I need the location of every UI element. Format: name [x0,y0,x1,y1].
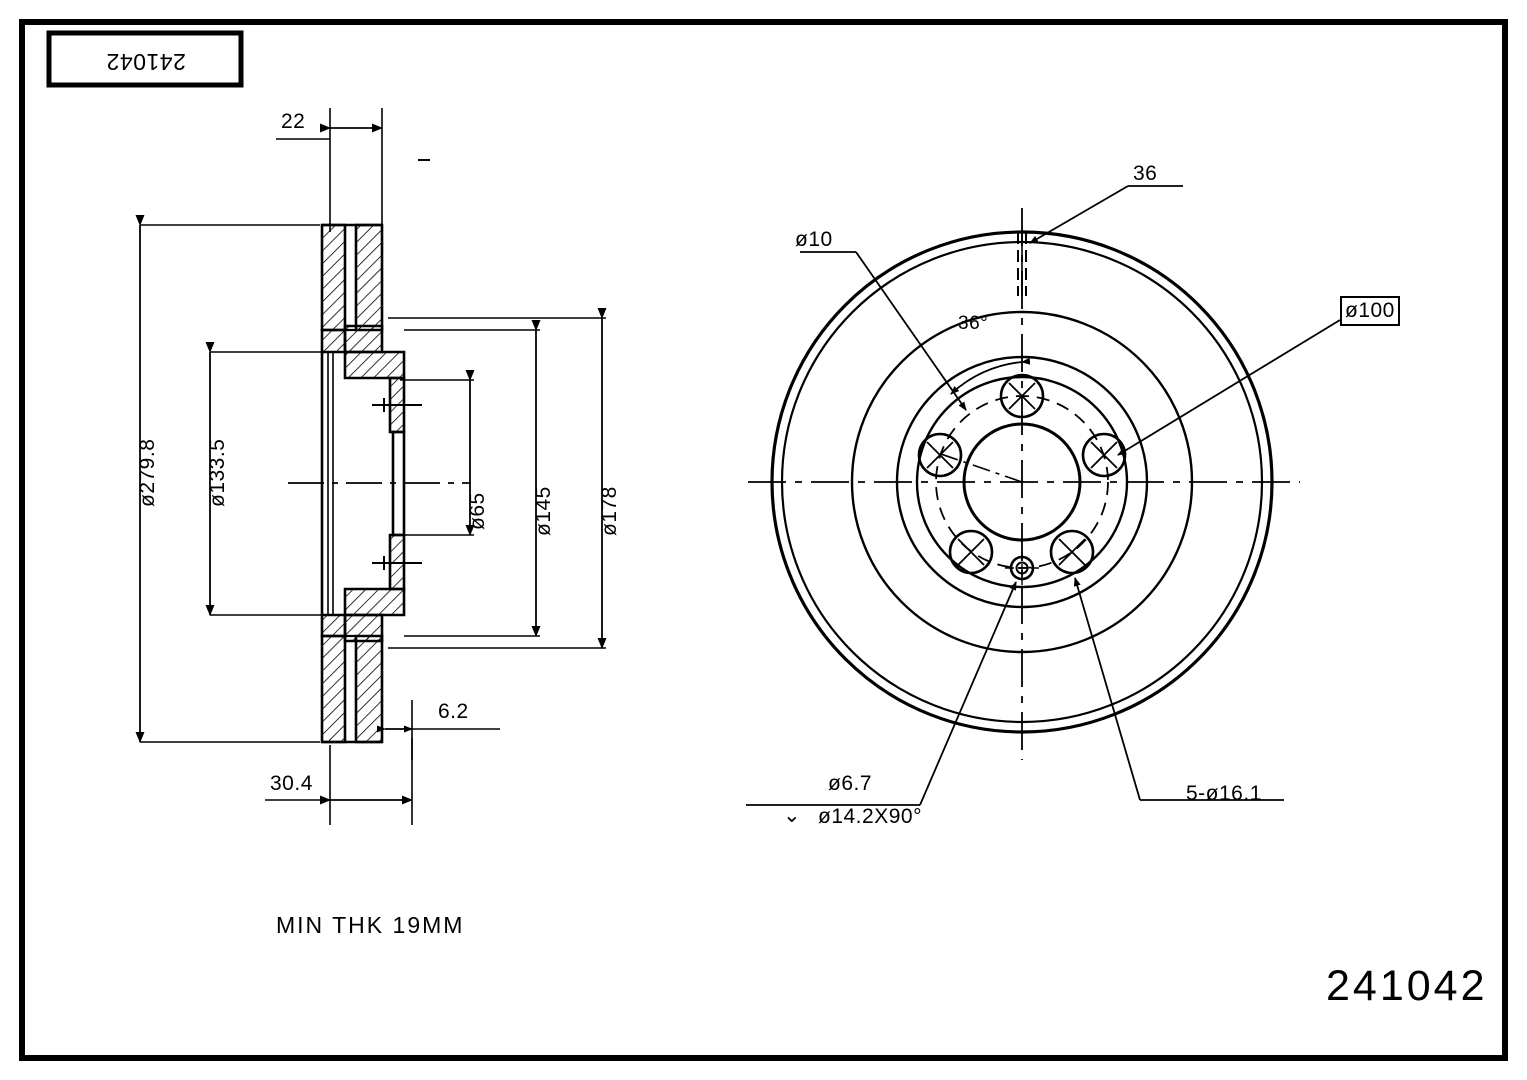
leader-lines [746,185,1341,806]
bolt-hole [948,529,994,575]
part-number: 241042 [1326,962,1488,1010]
dim-outer-diameter: ø279.8 [123,439,204,531]
label-bolt-holes: 5-ø16.1 [1186,782,1262,805]
label-countersink-symbol: ⌄ [783,804,802,827]
label-bolt-circle: ø100 [1340,296,1400,326]
dim-outer-diameter-text: ø279.8 [135,438,159,507]
label-pilot-hole: ø10 [795,228,833,251]
dim-thickness-top: 22 [281,110,306,133]
dim-inner-ring: ø145 [519,486,582,560]
dim-overall-height: 30.4 [270,772,313,795]
angle-36-dimension [937,357,1031,483]
dim-vent-ring: ø178 [585,486,648,560]
label-slot-count: 36 [1133,162,1158,185]
dim-hat-diameter-text: ø133.5 [205,438,229,507]
title-block-box [46,30,244,88]
label-countersink: ø14.2X90° [818,805,922,828]
label-angle-36: 36° [958,313,989,334]
label-small-hole: ø6.7 [828,772,873,795]
bolt-hole [1049,529,1095,575]
section-dimensions [135,108,607,825]
dim-hat-diameter: ø133.5 [193,439,274,531]
sheet-border [19,19,1508,1061]
front-view-centerlines [748,208,1300,760]
title-block-number: 241042 [106,49,186,75]
dim-plate-thickness: 6.2 [438,700,469,723]
min-thickness-note: MIN THK 19MM [276,912,465,938]
dim-center-bore: ø65 [453,492,503,554]
bolt-hole [917,432,963,478]
dim-center-bore-text: ø65 [465,492,489,530]
dim-inner-ring-text: ø145 [531,486,555,536]
dim-vent-ring-text: ø178 [597,486,621,536]
section-vent-marks [372,398,422,570]
